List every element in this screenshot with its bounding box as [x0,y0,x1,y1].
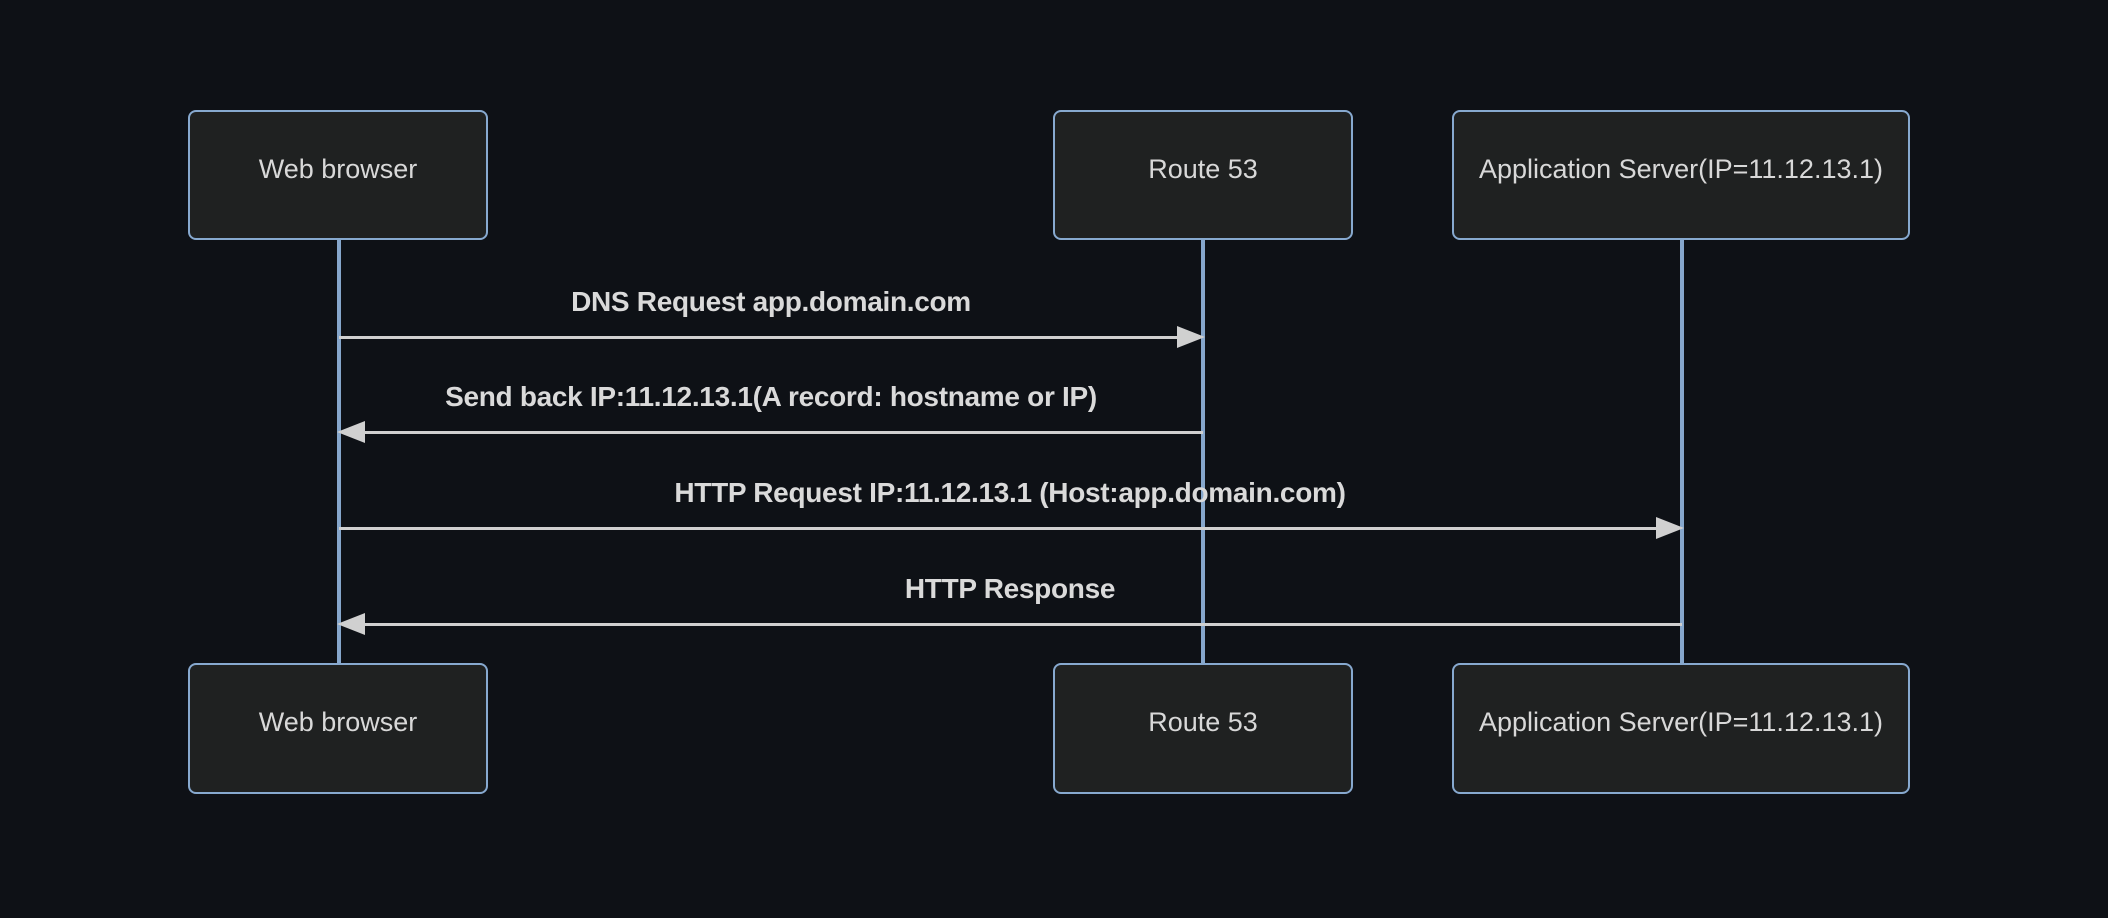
arrowhead-right-icon [1177,326,1205,348]
message-line-http-response [365,623,1682,626]
actor-box-app-server-top: Application Server(IP=11.12.13.1) [1452,110,1910,240]
actor-label-web-browser: Web browser [258,153,418,184]
actor-box-route-53-top: Route 53 [1053,110,1353,240]
lifeline-app-server [1680,240,1684,663]
arrowhead-right-icon [1656,517,1684,539]
message-label-http-request: HTTP Request IP:11.12.13.1 (Host:app.dom… [674,477,1346,508]
message-label-send-back-ip: Send back IP:11.12.13.1(A record: hostna… [445,381,1097,412]
actor-box-app-server-bottom: Application Server(IP=11.12.13.1) [1452,663,1910,794]
actor-box-web-browser-top: Web browser [188,110,488,240]
message-line-http-request [339,527,1656,530]
arrowhead-left-icon [337,421,365,443]
lifeline-route-53 [1201,240,1205,663]
message-line-send-back-ip [365,431,1203,434]
message-label-dns-request: DNS Request app.domain.com [571,286,971,317]
actor-label-app-server: Application Server(IP=11.12.13.1) [1479,707,1883,737]
lifeline-web-browser [337,240,341,663]
actor-label-route-53: Route 53 [1148,153,1258,184]
actor-box-route-53-bottom: Route 53 [1053,663,1353,794]
actor-label-app-server: Application Server(IP=11.12.13.1) [1479,153,1883,184]
message-line-dns-request [339,336,1179,339]
message-label-http-response: HTTP Response [904,573,1116,604]
actor-box-web-browser-bottom: Web browser [188,663,488,794]
arrowhead-left-icon [337,613,365,635]
actor-label-web-browser: Web browser [258,707,418,737]
actor-label-route-53: Route 53 [1148,707,1258,737]
